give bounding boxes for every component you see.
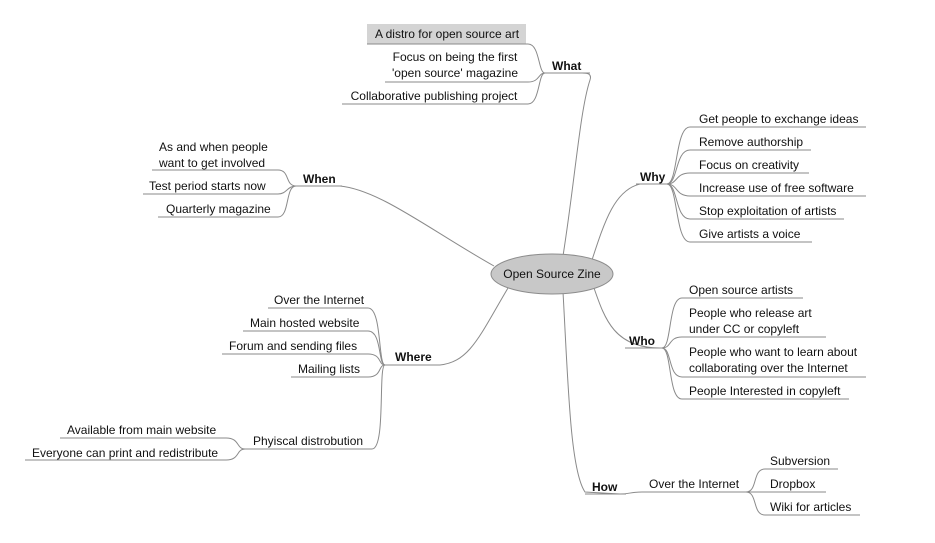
- connector-where-item-1: [367, 330, 386, 366]
- connector-when-item-2: [277, 185, 297, 218]
- who-item-0[interactable]: Open source artists: [689, 283, 793, 297]
- connector-physical-item-0: [225, 437, 246, 450]
- branch-how: How Over the Internet Subversion Dropbox…: [585, 454, 860, 516]
- where-item-3[interactable]: Mailing lists: [298, 362, 360, 376]
- who-item-1-line-1[interactable]: under CC or copyleft: [689, 322, 800, 336]
- connector-internet-item-2: [745, 491, 766, 516]
- connector-what-item-0: [527, 43, 546, 74]
- who-item-2-line-0[interactable]: People who want to learn about: [689, 345, 858, 359]
- connector-why-item-1: [666, 149, 691, 185]
- when-item-0-line-0[interactable]: As and when people: [159, 140, 268, 154]
- branch-what: What A distro for open source art Focus …: [342, 24, 590, 105]
- where-item-0[interactable]: Over the Internet: [274, 293, 365, 307]
- connector-who-item-0: [661, 297, 683, 349]
- branch-where: Where Over the Internet Main hosted webs…: [25, 293, 440, 461]
- connector-why-item-0: [666, 126, 691, 185]
- what-item-1-line-0[interactable]: Focus on being the first: [393, 50, 518, 64]
- connector-where-item-4: [371, 364, 386, 450]
- branch-why: Why Get people to exchange ideas Remove …: [636, 112, 866, 243]
- who-item-2-line-1[interactable]: collaborating over the Internet: [689, 361, 848, 375]
- where-item-2[interactable]: Forum and sending files: [229, 339, 357, 353]
- what-item-0[interactable]: A distro for open source art: [375, 27, 520, 41]
- why-item-2[interactable]: Focus on creativity: [699, 158, 799, 172]
- what-item-0-highlight: [367, 24, 526, 44]
- root-connectors: [302, 72, 667, 495]
- connector-why-item-4: [666, 183, 691, 220]
- when-item-0-line-1[interactable]: want to get involved: [158, 156, 265, 170]
- connector-root-what: [562, 72, 591, 257]
- connector-when-item-0: [277, 169, 297, 187]
- connector-root-when: [302, 185, 495, 267]
- who-item-1-line-0[interactable]: People who release art: [689, 306, 812, 320]
- connector-where-item-3: [367, 364, 386, 378]
- internet-item-2[interactable]: Wiki for articles: [770, 500, 851, 514]
- physical-item-1[interactable]: Everyone can print and redistribute: [32, 446, 218, 460]
- root-label: Open Source Zine: [503, 267, 601, 281]
- connector-internet-item-0: [745, 468, 766, 493]
- connector-why-item-2: [666, 172, 691, 185]
- branch-who-label[interactable]: Who: [629, 334, 655, 348]
- branch-where-label[interactable]: Where: [395, 350, 432, 364]
- when-item-1[interactable]: Test period starts now: [149, 179, 266, 193]
- connector-physical-item-1: [225, 448, 246, 461]
- connector-how-item-0: [619, 491, 643, 495]
- connector-root-how: [562, 291, 621, 495]
- branch-who: Who Open source artists People who relea…: [625, 283, 866, 400]
- branch-when-label[interactable]: When: [303, 172, 336, 186]
- why-item-5[interactable]: Give artists a voice: [699, 227, 801, 241]
- branch-when: When As and when people want to get invo…: [143, 140, 342, 218]
- internet-item-1[interactable]: Dropbox: [770, 477, 815, 491]
- how-item-0[interactable]: Over the Internet: [649, 477, 740, 491]
- why-item-4[interactable]: Stop exploitation of artists: [699, 204, 836, 218]
- where-item-1[interactable]: Main hosted website: [250, 316, 360, 330]
- who-item-3[interactable]: People Interested in copyleft: [689, 384, 841, 398]
- root-node[interactable]: Open Source Zine: [490, 253, 614, 295]
- connector-who-item-3: [661, 347, 683, 400]
- connector-root-who: [593, 287, 661, 349]
- internet-item-0[interactable]: Subversion: [770, 454, 830, 468]
- why-item-0[interactable]: Get people to exchange ideas: [699, 112, 858, 126]
- root-ellipse: [490, 253, 614, 295]
- physical-item-0[interactable]: Available from main website: [67, 423, 217, 437]
- connector-root-where: [392, 287, 509, 366]
- branch-what-label[interactable]: What: [552, 59, 581, 73]
- what-item-2[interactable]: Collaborative publishing project: [351, 89, 518, 103]
- branch-how-label[interactable]: How: [592, 480, 618, 494]
- connector-what-item-2: [527, 72, 546, 105]
- connector-who-item-1: [661, 336, 683, 349]
- connector-where-item-2: [367, 353, 386, 366]
- when-item-2[interactable]: Quarterly magazine: [166, 202, 271, 216]
- why-item-3[interactable]: Increase use of free software: [699, 181, 854, 195]
- where-item-4[interactable]: Phyiscal distrobution: [253, 434, 363, 448]
- connector-why-item-5: [666, 183, 691, 243]
- connector-who-item-2: [661, 347, 683, 378]
- branch-why-label[interactable]: Why: [640, 170, 666, 184]
- why-item-1[interactable]: Remove authorship: [699, 135, 803, 149]
- connector-root-why: [591, 183, 667, 261]
- what-item-1-line-1[interactable]: 'open source' magazine: [392, 66, 518, 80]
